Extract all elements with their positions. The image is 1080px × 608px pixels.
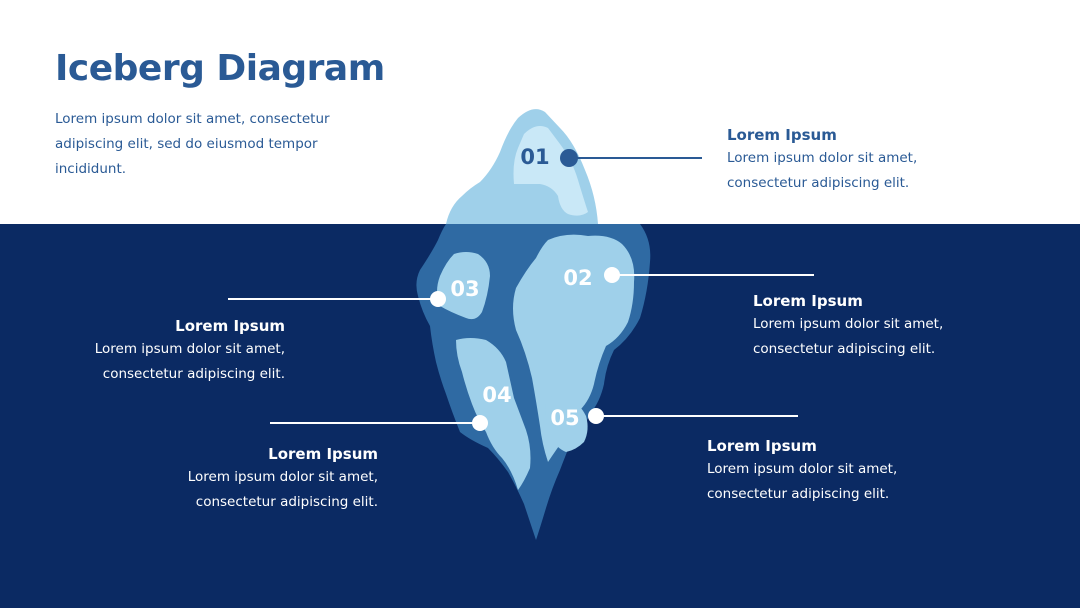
connector-dot-03	[430, 291, 446, 307]
callout-05: Lorem Ipsum Lorem ipsum dolor sit amet, …	[707, 435, 947, 507]
ice-block-03	[437, 252, 490, 320]
callout-05-heading: Lorem Ipsum	[707, 437, 817, 455]
connector-dot-05	[588, 408, 604, 424]
callout-02-heading: Lorem Ipsum	[753, 292, 863, 310]
connector-dot-01	[560, 149, 578, 167]
callout-03-text: Lorem ipsum dolor sit amet, consectetur …	[94, 341, 285, 382]
callout-05-text: Lorem ipsum dolor sit amet, consectetur …	[707, 461, 898, 502]
callout-01-heading: Lorem Ipsum	[727, 126, 837, 144]
item-number-01: 01	[520, 145, 549, 169]
ice-block-04	[456, 338, 531, 490]
iceberg-tip-highlight	[513, 126, 588, 216]
callout-03-heading: Lorem Ipsum	[175, 317, 285, 335]
callout-03: Lorem Ipsum Lorem ipsum dolor sit amet, …	[45, 315, 285, 387]
callout-01: Lorem Ipsum Lorem ipsum dolor sit amet, …	[727, 124, 967, 196]
item-number-03: 03	[450, 277, 479, 301]
page-title: Iceberg Diagram	[55, 48, 385, 89]
item-number-05: 05	[550, 406, 579, 430]
page-description: Lorem ipsum dolor sit amet, consectetur …	[55, 111, 330, 177]
callout-04: Lorem Ipsum Lorem ipsum dolor sit amet, …	[138, 443, 378, 515]
callout-02-text: Lorem ipsum dolor sit amet, consectetur …	[753, 316, 944, 357]
ice-block-02	[513, 234, 635, 462]
item-number-04: 04	[482, 383, 511, 407]
item-number-02: 02	[563, 266, 592, 290]
connector-dot-02	[604, 267, 620, 283]
connector-dot-04	[472, 415, 488, 431]
ice-block-05	[545, 394, 588, 452]
callout-04-heading: Lorem Ipsum	[268, 445, 378, 463]
callout-02: Lorem Ipsum Lorem ipsum dolor sit amet, …	[753, 290, 993, 362]
callout-04-text: Lorem ipsum dolor sit amet, consectetur …	[187, 469, 378, 510]
callout-01-text: Lorem ipsum dolor sit amet, consectetur …	[727, 150, 918, 191]
